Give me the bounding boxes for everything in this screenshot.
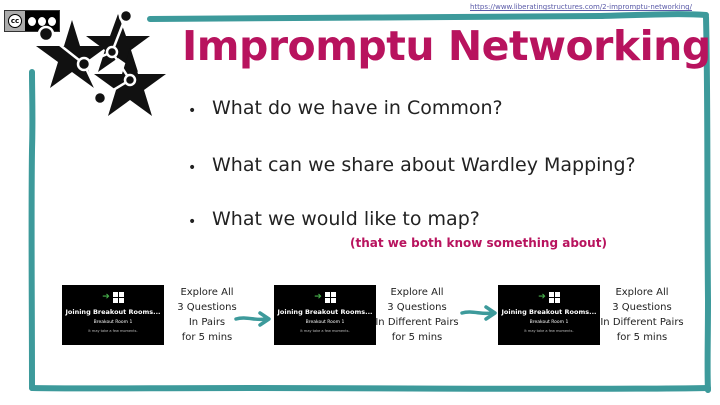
enter-arrow-icon: ➔ bbox=[102, 291, 110, 302]
bullet-text: What do we have in Common? bbox=[212, 97, 503, 119]
breakout-screenshot: ➔ Joining Breakout Rooms... Breakout Roo… bbox=[62, 285, 164, 345]
source-link[interactable]: https://www.liberatingstructures.com/2-i… bbox=[470, 3, 692, 11]
breakout-heading: Joining Breakout Rooms... bbox=[277, 308, 373, 316]
bullet-item: • bbox=[188, 100, 196, 119]
bullet-note: (that we both know something about) bbox=[350, 236, 607, 250]
step-line: In Different Pairs bbox=[375, 317, 459, 328]
breakout-room-label: Breakout Room 1 bbox=[93, 320, 133, 325]
bullet-dot: • bbox=[188, 214, 197, 230]
step-description: Explore All 3 Questions In Pairs for 5 m… bbox=[161, 285, 253, 345]
breakout-wait-text: It may take a few moments. bbox=[88, 329, 138, 333]
step-line: In Different Pairs bbox=[600, 317, 684, 328]
step-line: for 5 mins bbox=[616, 332, 668, 343]
breakout-screenshot: ➔ Joining Breakout Rooms... Breakout Roo… bbox=[498, 285, 600, 345]
bullet-dot: • bbox=[188, 160, 197, 176]
bullet-text: What can we share about Wardley Mapping? bbox=[212, 154, 636, 176]
breakout-room-label: Breakout Room 1 bbox=[529, 320, 569, 325]
arrow-right-icon bbox=[460, 305, 497, 321]
enter-arrow-icon: ➔ bbox=[314, 291, 322, 302]
bullet-dot: • bbox=[188, 103, 197, 119]
creative-commons-icon: cc bbox=[8, 14, 22, 28]
step-line: 3 Questions bbox=[387, 302, 447, 313]
sharealike-icon bbox=[47, 15, 57, 27]
step-line: Explore All bbox=[615, 287, 669, 298]
breakout-heading: Joining Breakout Rooms... bbox=[65, 308, 161, 316]
noncommercial-icon bbox=[37, 15, 47, 27]
breakout-room-label: Breakout Room 1 bbox=[305, 320, 345, 325]
step-line: 3 Questions bbox=[612, 302, 672, 313]
step-line: Explore All bbox=[390, 287, 444, 298]
bullet-item: • bbox=[188, 211, 196, 230]
breakout-wait-text: It may take a few moments. bbox=[524, 329, 574, 333]
step-description: Explore All 3 Questions In Different Pai… bbox=[371, 285, 463, 345]
step-line: Explore All bbox=[180, 287, 234, 298]
breakout-heading: Joining Breakout Rooms... bbox=[501, 308, 597, 316]
windows-logo-icon bbox=[112, 291, 124, 303]
slide-title: Impromptu Networking bbox=[182, 22, 711, 70]
step-line: 3 Questions bbox=[177, 302, 237, 313]
windows-logo-icon bbox=[324, 291, 336, 303]
bullet-item: • bbox=[188, 157, 196, 176]
arrow-right-icon bbox=[234, 311, 271, 327]
breakout-screenshot: ➔ Joining Breakout Rooms... Breakout Roo… bbox=[274, 285, 376, 345]
windows-logo-icon bbox=[548, 291, 560, 303]
attribution-icon bbox=[27, 15, 37, 27]
liberating-structures-logo bbox=[36, 8, 166, 116]
bullet-text: What we would like to map? bbox=[212, 208, 480, 230]
enter-arrow-icon: ➔ bbox=[538, 291, 546, 302]
step-line: for 5 mins bbox=[181, 332, 233, 343]
step-line: In Pairs bbox=[188, 317, 226, 328]
step-line: for 5 mins bbox=[391, 332, 443, 343]
breakout-wait-text: It may take a few moments. bbox=[300, 329, 350, 333]
step-description: Explore All 3 Questions In Different Pai… bbox=[596, 285, 688, 345]
